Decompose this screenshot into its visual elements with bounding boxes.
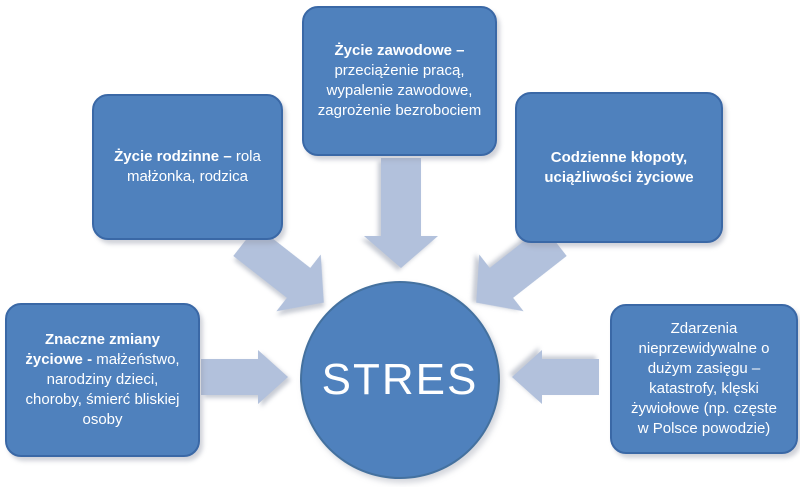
factor-box-text: Życie rodzinne – rola małżonka, rodzica (106, 147, 269, 187)
factor-box-text-bold: Życie rodzinne – (114, 148, 232, 165)
arrow-from-daily-box (476, 226, 567, 312)
factor-box-text-rest: przeciążenie pracą, wypalenie zawodowe, … (317, 62, 482, 119)
factor-box-text-bold: Życie zawodowe – (334, 42, 465, 59)
arrow-from-family-box (233, 226, 324, 312)
factor-box-life-changes: Znaczne zmiany życiowe - małżeństwo, nar… (5, 303, 200, 457)
factor-box-text-rest: małżeństwo, narodziny dzieci, choroby, ś… (25, 351, 180, 428)
factor-box-daily-troubles: Codzienne kłopoty, uciążliwości życiowe (515, 92, 723, 243)
arrow-from-life-changes-box (201, 350, 288, 404)
factor-box-text-bold: Codzienne kłopoty, uciążliwości życiowe (544, 148, 694, 186)
factor-box-text-bold: Znaczne zmiany życiowe - (25, 331, 161, 368)
arrow-from-professional-box (364, 158, 438, 268)
factor-box-family-life: Życie rodzinne – rola małżonka, rodzica (92, 94, 283, 240)
factor-box-text: Zdarzenia nieprzewidywalne o dużym zasię… (624, 319, 784, 439)
stress-center-circle: STRES (300, 281, 500, 479)
factor-box-text: Codzienne kłopoty, uciążliwości życiowe (529, 148, 709, 188)
factor-box-professional-life: Życie zawodowe – przeciążenie pracą, wyp… (302, 6, 497, 156)
stress-label: STRES (321, 355, 479, 404)
factor-box-text: Znaczne zmiany życiowe - małżeństwo, nar… (19, 330, 186, 430)
factor-box-unpredictable-events: Zdarzenia nieprzewidywalne o dużym zasię… (610, 304, 798, 454)
factor-box-text: Życie zawodowe – przeciążenie pracą, wyp… (316, 41, 483, 121)
factor-box-text-rest: Zdarzenia nieprzewidywalne o dużym zasię… (631, 320, 777, 437)
factor-box-text-rest: rola małżonka, rodzica (127, 148, 261, 185)
arrow-from-events-box (512, 350, 599, 404)
